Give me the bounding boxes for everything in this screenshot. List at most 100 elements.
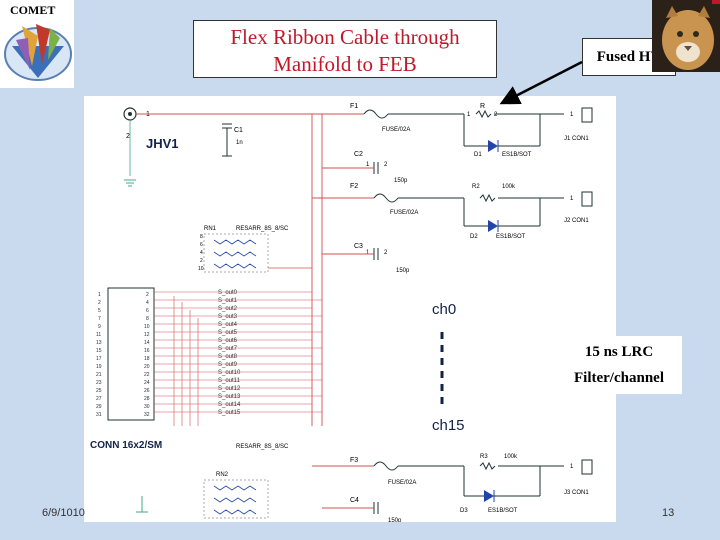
svg-text:150p: 150p — [396, 268, 410, 274]
svg-text:8: 8 — [146, 316, 149, 322]
svg-text:15: 15 — [96, 348, 102, 354]
svg-text:12: 12 — [144, 332, 150, 338]
svg-text:23: 23 — [96, 380, 102, 386]
svg-text:S_out15: S_out15 — [218, 410, 241, 416]
svg-text:R2: R2 — [472, 184, 480, 190]
lrc-line-1: 15 ns LRC — [584, 344, 654, 360]
svg-text:ES1B/SOT: ES1B/SOT — [488, 508, 518, 514]
svg-text:16: 16 — [144, 348, 150, 354]
svg-text:2: 2 — [146, 292, 149, 298]
svg-text:C4: C4 — [350, 497, 359, 504]
svg-text:RESARR_8S_8/SC: RESARR_8S_8/SC — [236, 444, 289, 450]
svg-text:C1: C1 — [234, 127, 243, 134]
svg-text:11: 11 — [96, 332, 101, 338]
fused-hv-callout: Fused HV — [582, 38, 676, 76]
svg-text:26: 26 — [144, 388, 150, 394]
svg-text:C3: C3 — [354, 243, 363, 250]
svg-text:R: R — [480, 103, 485, 110]
svg-text:J3 CON1: J3 CON1 — [564, 490, 589, 496]
svg-text:S_out7: S_out7 — [218, 346, 238, 352]
svg-text:8: 8 — [200, 234, 203, 240]
svg-text:S_out6: S_out6 — [218, 338, 238, 344]
title-line-1: Flex Ribbon Cable through — [230, 25, 460, 49]
svg-text:S_out11: S_out11 — [218, 378, 241, 384]
svg-text:S_out2: S_out2 — [218, 306, 238, 312]
svg-text:6: 6 — [200, 242, 203, 248]
svg-text:J2 CON1: J2 CON1 — [564, 218, 589, 224]
svg-text:FUSE/02A: FUSE/02A — [382, 127, 410, 133]
schematic-diagram: 1 2 JHV1 C1 1n F1 FUSE/02A R 1 2 1 J1 CO… — [84, 96, 616, 524]
svg-text:14: 14 — [144, 340, 150, 346]
svg-text:S_out12: S_out12 — [218, 386, 241, 392]
lrc-filter-callout: 15 ns LRC Filter/channel — [556, 336, 682, 394]
svg-text:2: 2 — [126, 133, 130, 140]
jhv1-label: JHV1 — [146, 136, 179, 151]
svg-text:30: 30 — [144, 404, 150, 410]
svg-text:1: 1 — [467, 112, 471, 118]
svg-text:2: 2 — [384, 162, 388, 168]
svg-text:19: 19 — [96, 364, 102, 370]
svg-text:RN2: RN2 — [216, 472, 229, 478]
svg-text:1: 1 — [570, 464, 574, 470]
svg-text:100k: 100k — [502, 184, 516, 190]
svg-text:1: 1 — [570, 112, 574, 118]
ch0-label: ch0 — [432, 301, 456, 318]
page-number: 13 — [662, 507, 675, 519]
cougar-photo — [652, 0, 720, 72]
svg-text:21: 21 — [96, 372, 102, 378]
conn-label: CONN 16x2/SM — [90, 440, 162, 451]
svg-text:R3: R3 — [480, 454, 488, 460]
svg-text:S_out1: S_out1 — [218, 298, 238, 304]
svg-text:F1: F1 — [350, 103, 358, 110]
svg-text:S_out0: S_out0 — [218, 290, 238, 296]
svg-text:S_out9: S_out9 — [218, 362, 238, 368]
svg-text:FUSE/02A: FUSE/02A — [388, 480, 416, 486]
svg-text:10: 10 — [198, 266, 204, 272]
svg-text:1: 1 — [146, 111, 150, 118]
svg-text:J1 CON1: J1 CON1 — [564, 136, 589, 142]
svg-text:1n: 1n — [236, 140, 243, 146]
svg-text:S_out10: S_out10 — [218, 370, 241, 376]
svg-text:4: 4 — [200, 250, 203, 256]
lrc-line-2: Filter/channel — [574, 370, 664, 386]
svg-text:2: 2 — [494, 112, 498, 118]
svg-text:C2: C2 — [354, 151, 363, 158]
svg-text:20: 20 — [144, 364, 150, 370]
svg-text:S_out3: S_out3 — [218, 314, 238, 320]
svg-text:5: 5 — [98, 308, 101, 314]
svg-text:ES1B/SOT: ES1B/SOT — [502, 152, 532, 158]
svg-text:F3: F3 — [350, 457, 358, 464]
svg-text:24: 24 — [144, 380, 150, 386]
svg-text:6: 6 — [146, 308, 149, 314]
svg-text:22: 22 — [144, 372, 150, 378]
svg-text:S_out5: S_out5 — [218, 330, 238, 336]
svg-text:18: 18 — [144, 356, 150, 362]
svg-text:RN1: RN1 — [204, 226, 217, 232]
svg-text:29: 29 — [96, 404, 102, 410]
svg-text:D1: D1 — [474, 152, 482, 158]
svg-text:2: 2 — [384, 250, 388, 256]
svg-text:F2: F2 — [350, 183, 358, 190]
comet-logo: COMET — [0, 0, 74, 88]
svg-text:150p: 150p — [394, 178, 408, 184]
svg-text:S_out13: S_out13 — [218, 394, 241, 400]
svg-text:7: 7 — [98, 316, 101, 322]
title-line-2: Manifold to FEB — [273, 52, 417, 76]
svg-text:32: 32 — [144, 412, 150, 418]
svg-text:S_out14: S_out14 — [218, 402, 241, 408]
svg-text:2: 2 — [200, 258, 203, 264]
svg-text:10: 10 — [144, 324, 150, 330]
svg-text:1: 1 — [570, 196, 574, 202]
svg-text:9: 9 — [98, 324, 101, 330]
svg-text:RESARR_8S_8/SC: RESARR_8S_8/SC — [236, 226, 289, 232]
svg-text:4: 4 — [146, 300, 149, 306]
svg-text:FUSE/02A: FUSE/02A — [390, 210, 418, 216]
svg-text:25: 25 — [96, 388, 102, 394]
slide-title: Flex Ribbon Cable through Manifold to FE… — [193, 20, 497, 78]
svg-text:1: 1 — [98, 292, 101, 298]
ch15-label: ch15 — [432, 417, 465, 434]
svg-text:150p: 150p — [388, 518, 402, 522]
footer-date: 6/9/1010 — [42, 507, 85, 519]
comet-emblem-icon — [4, 24, 72, 81]
logo-text: COMET — [10, 3, 56, 17]
